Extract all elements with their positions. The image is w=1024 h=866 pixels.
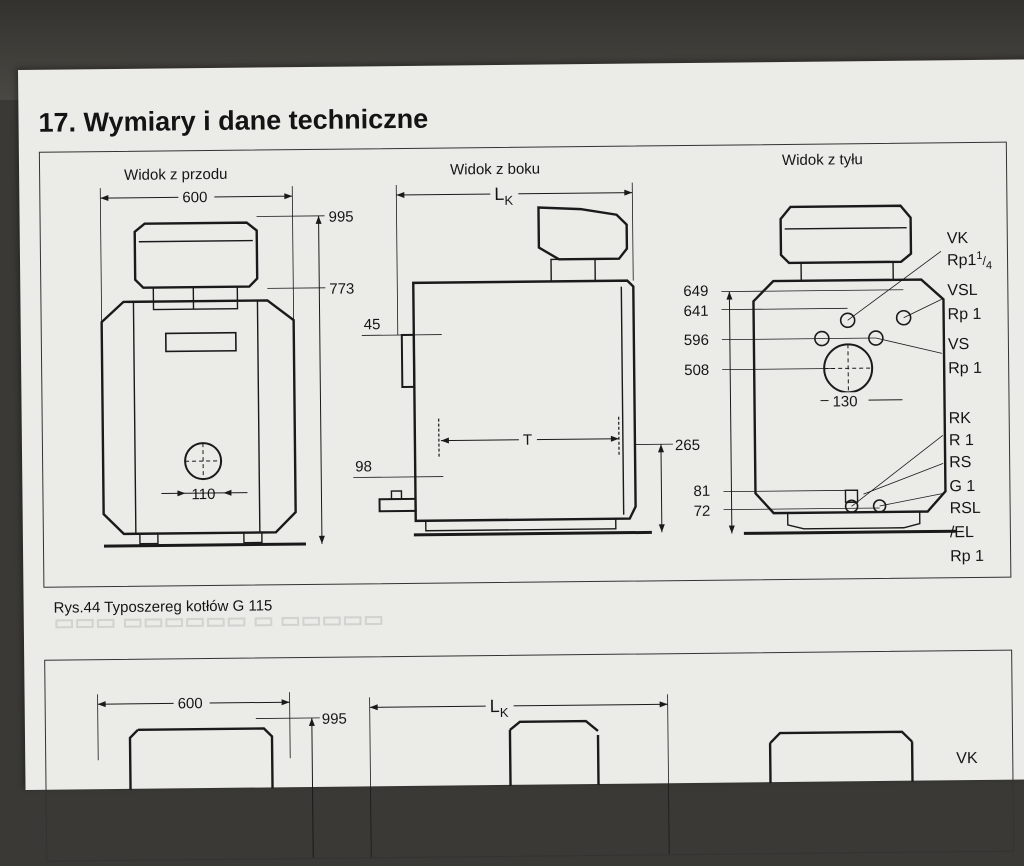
rk-size-label: R 1 <box>949 432 974 449</box>
height-265-label: 265 <box>675 437 700 454</box>
level-508-label: 508 <box>684 362 709 379</box>
level-596-label: 596 <box>684 332 709 349</box>
vs-size-label: Rp 1 <box>948 360 982 377</box>
opening-110-label: 110 <box>191 486 215 503</box>
rs-label: RS <box>949 454 971 471</box>
offset-98-label: 98 <box>355 458 372 475</box>
height-773-label: 773 <box>329 280 354 297</box>
front-view-label: Widok z przodu <box>124 166 228 184</box>
vk-label: VK <box>947 230 969 247</box>
el-size-label: Rp 1 <box>950 548 984 565</box>
level-649-label: 649 <box>683 283 708 300</box>
figure-frame: Widok z przodu Widok z boku Widok z tyłu… <box>39 142 1012 588</box>
back-view-label: Widok z tyłu <box>782 151 863 169</box>
back-view-drawing <box>720 205 955 533</box>
offset-45-label: 45 <box>364 316 381 333</box>
second-vk-label: VK <box>956 750 978 767</box>
side-view-label: Widok z boku <box>450 161 540 179</box>
second-dimension-drawing: 600 995 LK VK <box>45 651 1013 861</box>
opening-130-label: 130 <box>832 393 857 410</box>
vs-label: VS <box>948 336 970 353</box>
bleed-through-text: ▭▭▭ ▭▭▭▭▭▭ ▭ ▭▭▭▭▭ <box>54 606 384 635</box>
el-label: /EL <box>950 524 974 541</box>
vsl-size-label: Rp 1 <box>948 306 982 323</box>
second-height-995-label: 995 <box>322 711 347 728</box>
front-dimension-labels: 600 995 773 110 <box>178 187 356 503</box>
rs-size-label: G 1 <box>949 478 975 495</box>
second-width-600-label: 600 <box>178 695 203 712</box>
rk-label: RK <box>949 410 972 427</box>
manual-page: 17. Wymiary i dane techniczne <box>18 59 1024 790</box>
second-figure-frame: 600 995 LK VK <box>44 650 1014 862</box>
rsl-label: RSL <box>950 500 981 517</box>
level-641-label: 641 <box>683 303 708 320</box>
side-view-drawing <box>350 182 674 535</box>
vsl-label: VSL <box>947 282 978 299</box>
height-995-label: 995 <box>328 208 353 225</box>
vk-size-label: Rp11/4 <box>947 250 992 272</box>
width-600-label: 600 <box>182 189 207 206</box>
level-81-label: 81 <box>693 483 710 500</box>
connection-labels: VK Rp11/4 VSL Rp 1 VS Rp 1 RK R 1 RS G 1… <box>947 230 995 565</box>
boiler-dimension-drawing: Widok z przodu Widok z boku Widok z tyłu… <box>40 143 1010 587</box>
section-title: 17. Wymiary i dane techniczne <box>38 104 428 139</box>
side-dimension-labels: LK 45 98 T 265 <box>352 182 700 476</box>
depth-t-label: T <box>523 432 532 449</box>
level-72-label: 72 <box>694 503 711 520</box>
